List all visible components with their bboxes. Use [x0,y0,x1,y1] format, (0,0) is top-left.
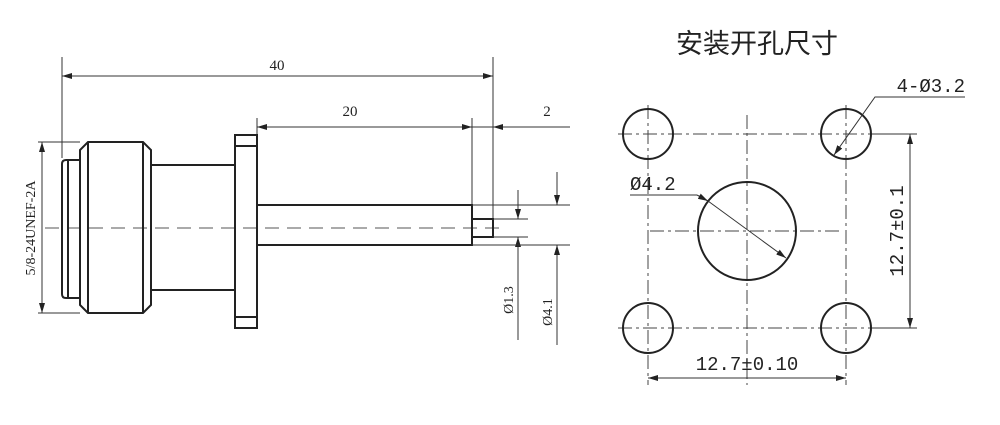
contact-tip [471,218,494,238]
overall-length-label: 40 [270,58,285,74]
mounting-hole [622,108,674,160]
mounting-hole [820,302,872,354]
vertical-spacing-label: 12.7±0.1 [887,185,909,276]
horizontal-spacing-label: 12.7±0.10 [696,354,799,376]
hole-leader [833,96,965,156]
hole-callout-label: 4-Ø3.2 [897,76,965,98]
center-hole-leader [707,200,787,259]
mounting-cutout-view: 安装开孔尺寸 4-Ø3.2 Ø4.2 12.7±0.1 12.7±0.10 [618,29,965,385]
pin-length-label: 20 [343,104,358,120]
mounting-hole [622,302,674,354]
dielectric-pin [256,204,473,246]
center-hole-label: Ø4.2 [630,174,676,196]
connector-side-view: 40 20 2 5/8-24UNEF-2A Ø1.3 Ø4.1 [24,57,570,345]
center-hole [697,181,797,281]
pin-diameter-label: Ø4.1 [541,298,556,326]
mounting-hole [820,108,872,160]
flange [234,134,258,329]
thread-spec-label: 5/8-24UNEF-2A [24,180,39,276]
tip-length-label: 2 [543,104,551,120]
tip-diameter-label: Ø1.3 [502,286,517,314]
nut-ring [61,159,80,299]
mounting-title: 安装开孔尺寸 [676,29,838,60]
